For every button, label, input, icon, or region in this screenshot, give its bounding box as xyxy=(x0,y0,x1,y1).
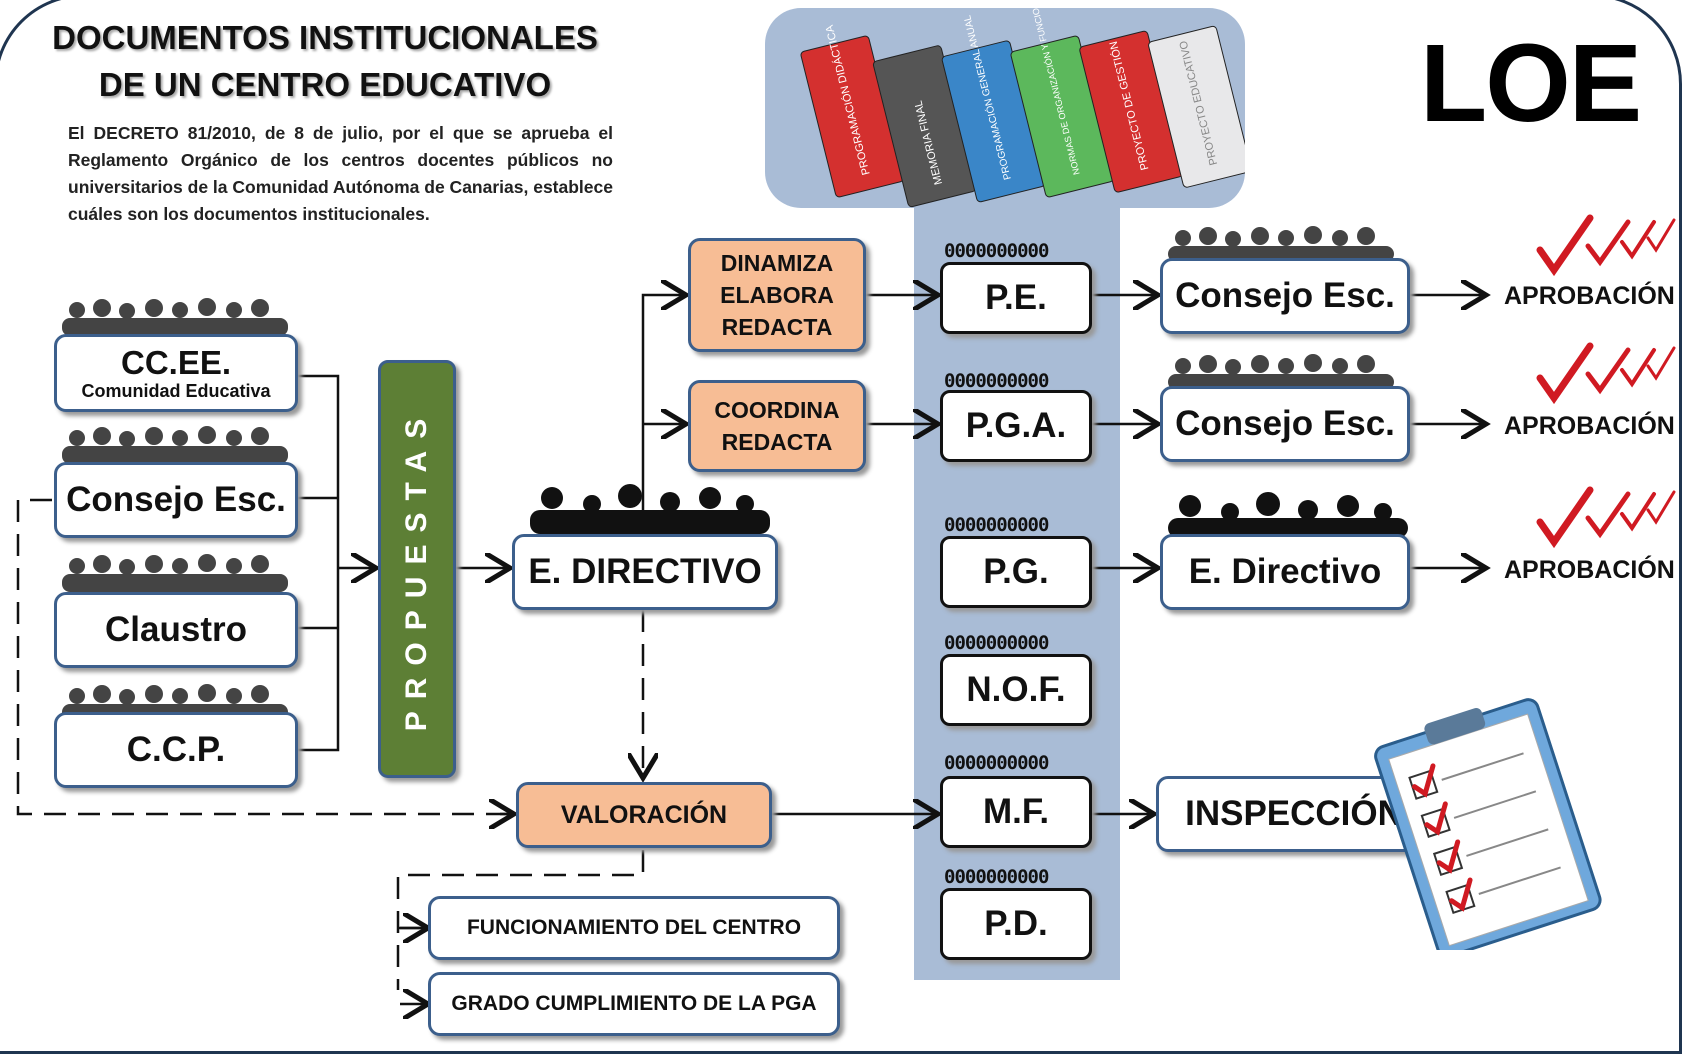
books-banner: PROGRAMACIÓN DIDÁCTICA MEMORIA FINAL PRO… xyxy=(765,0,1252,208)
crowd-icon xyxy=(62,298,288,336)
doc-nof: N.O.F. xyxy=(940,654,1092,726)
doc-pg: P.G. xyxy=(940,536,1092,608)
crowd-icon xyxy=(62,554,288,592)
page-title: DOCUMENTOS INSTITUCIONALES DE UN CENTRO … xyxy=(40,14,610,108)
valoracion-box: VALORACIÓN xyxy=(516,782,772,848)
spiral-icon: 0000000000 xyxy=(944,752,1049,774)
spiral-icon: 0000000000 xyxy=(944,370,1049,392)
role-dinamiza-3: REDACTA xyxy=(721,314,833,340)
aprobacion-label-1: APROBACIÓN xyxy=(1504,282,1675,310)
crowd-icon xyxy=(1168,354,1394,390)
source-consejo: Consejo Esc. xyxy=(54,462,298,538)
spiral-icon: 0000000000 xyxy=(944,866,1049,888)
approver-consejo-2: Consejo Esc. xyxy=(1160,386,1410,462)
spiral-icon: 0000000000 xyxy=(944,240,1049,262)
valoracion-item-pga: GRADO CUMPLIMIENTO DE LA PGA xyxy=(428,972,840,1036)
source-ccee-label: CC.EE. xyxy=(120,343,232,381)
decree-text: El DECRETO 81/2010, de 8 de julio, por e… xyxy=(68,123,613,224)
approver-consejo-1: Consejo Esc. xyxy=(1160,258,1410,334)
role-dinamiza-1: DINAMIZA xyxy=(720,250,834,276)
source-ccp: C.C.P. xyxy=(54,712,298,788)
doc-pe: P.E. xyxy=(940,262,1092,334)
clipboard-checklist-icon xyxy=(1374,698,1602,950)
source-ccee: CC.EE. Comunidad Educativa xyxy=(54,334,298,412)
spiral-icon: 0000000000 xyxy=(944,632,1049,654)
law-label: LOE xyxy=(1420,22,1642,145)
crowd-icon xyxy=(62,426,288,464)
role-dinamiza: DINAMIZA ELABORA REDACTA xyxy=(688,238,866,352)
checkmarks-icon xyxy=(1536,486,1676,549)
title-line-2: DE UN CENTRO EDUCATIVO xyxy=(98,66,552,103)
approver-directivo: E. Directivo xyxy=(1160,534,1410,610)
doc-mf: M.F. xyxy=(940,776,1092,848)
source-claustro: Claustro xyxy=(54,592,298,668)
silhouette-group-icon xyxy=(1168,492,1408,538)
silhouette-group-icon xyxy=(530,484,770,534)
equipo-directivo: E. DIRECTIVO xyxy=(512,534,778,610)
source-ccee-sublabel: Comunidad Educativa xyxy=(81,380,271,401)
role-coordina-1: COORDINA xyxy=(714,397,840,423)
checkmarks-icon xyxy=(1536,342,1676,405)
role-coordina-2: REDACTA xyxy=(721,429,833,455)
role-coordina: COORDINA REDACTA xyxy=(688,380,866,472)
propuestas-label: PROPUESTAS xyxy=(400,406,433,732)
doc-pd: P.D. xyxy=(940,888,1092,960)
books-illustration-icon: PROGRAMACIÓN DIDÁCTICA MEMORIA FINAL PRO… xyxy=(800,0,1252,208)
crowd-icon xyxy=(1168,226,1394,262)
aprobacion-label-2: APROBACIÓN xyxy=(1504,412,1675,440)
role-dinamiza-2: ELABORA xyxy=(720,282,834,308)
title-line-1: DOCUMENTOS INSTITUCIONALES xyxy=(52,19,598,56)
propuestas-bar: PROPUESTAS xyxy=(378,360,456,778)
aprobacion-label-3: APROBACIÓN xyxy=(1504,556,1675,584)
checkmarks-icon xyxy=(1536,214,1676,277)
spiral-icon: 0000000000 xyxy=(944,514,1049,536)
doc-pga: P.G.A. xyxy=(940,390,1092,462)
valoracion-item-funcionamiento: FUNCIONAMIENTO DEL CENTRO xyxy=(428,896,840,960)
